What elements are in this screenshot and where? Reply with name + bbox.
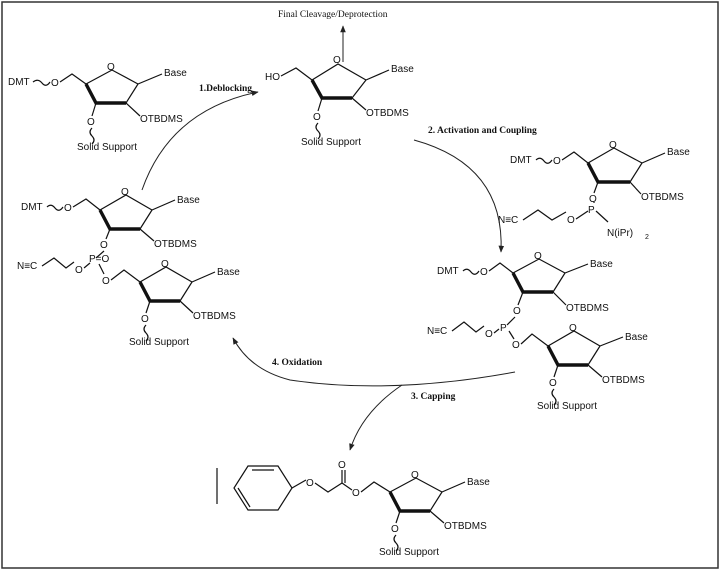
svg-text:O: O bbox=[306, 478, 314, 489]
molecule-phosphate-dimer: DMT O O Base OTBDMS O P=O N≡C O O O Base… bbox=[17, 187, 240, 348]
molecule-capped-nucleoside: O O O O Base OTBDMS O Solid Support bbox=[216, 460, 490, 558]
svg-text:Solid Support: Solid Support bbox=[537, 401, 597, 412]
svg-text:O: O bbox=[313, 112, 321, 123]
arrow-capping bbox=[349, 384, 403, 451]
svg-text:O: O bbox=[553, 156, 561, 167]
svg-text:O: O bbox=[411, 470, 419, 481]
svg-text:Base: Base bbox=[217, 267, 240, 278]
svg-text:O: O bbox=[141, 314, 149, 325]
svg-text:O: O bbox=[64, 203, 72, 214]
svg-text:O: O bbox=[87, 117, 95, 128]
svg-text:O: O bbox=[51, 78, 59, 89]
svg-text:O: O bbox=[391, 524, 399, 535]
svg-text:O: O bbox=[480, 267, 488, 278]
svg-text:Solid Support: Solid Support bbox=[77, 142, 137, 153]
svg-text:OTBDMS: OTBDMS bbox=[140, 114, 183, 125]
svg-text:O: O bbox=[609, 140, 617, 151]
svg-text:DMT: DMT bbox=[437, 266, 459, 277]
svg-text:Base: Base bbox=[177, 195, 200, 206]
svg-text:O: O bbox=[534, 251, 542, 262]
molecule-dmt-nucleoside: DMT O O Base OTBDMS O Solid Support bbox=[8, 62, 187, 153]
arrow-coupling bbox=[413, 139, 505, 253]
svg-text:N≡C: N≡C bbox=[427, 326, 447, 337]
final-cleavage-label: Final Cleavage/Deprotection bbox=[278, 10, 388, 20]
molecule-phosphoramidite: DMT O O Base OTBDMS O N≡C O P N(iPr) 2 bbox=[498, 140, 690, 241]
arrow-oxidation bbox=[232, 337, 516, 387]
svg-text:O: O bbox=[75, 265, 83, 276]
svg-text:N≡C: N≡C bbox=[498, 215, 518, 226]
svg-text:O: O bbox=[513, 306, 521, 317]
svg-text:OTBDMS: OTBDMS bbox=[444, 521, 487, 532]
svg-text:OTBDMS: OTBDMS bbox=[366, 108, 409, 119]
svg-text:HO: HO bbox=[265, 72, 280, 83]
svg-text:O: O bbox=[352, 488, 360, 499]
step-oxidation-label: 4. Oxidation bbox=[272, 358, 323, 368]
svg-text:Solid Support: Solid Support bbox=[129, 337, 189, 348]
svg-text:Base: Base bbox=[667, 147, 690, 158]
svg-text:P: P bbox=[500, 323, 507, 334]
svg-text:O: O bbox=[485, 329, 493, 340]
svg-text:O: O bbox=[512, 340, 520, 351]
svg-text:P=O: P=O bbox=[89, 254, 110, 265]
svg-text:Solid Support: Solid Support bbox=[379, 547, 439, 558]
svg-text:O: O bbox=[333, 55, 341, 66]
svg-text:O: O bbox=[567, 215, 575, 226]
step-deblocking-label: 1.Deblocking bbox=[199, 84, 252, 94]
svg-text:N≡C: N≡C bbox=[17, 261, 37, 272]
step-coupling-label: 2. Activation and Coupling bbox=[428, 126, 537, 136]
svg-text:Base: Base bbox=[164, 68, 187, 79]
svg-text:O: O bbox=[569, 323, 577, 334]
svg-text:O: O bbox=[338, 460, 346, 471]
svg-text:O: O bbox=[161, 259, 169, 270]
svg-text:O: O bbox=[107, 62, 115, 73]
svg-text:P: P bbox=[588, 205, 595, 216]
svg-text:OTBDMS: OTBDMS bbox=[154, 239, 197, 250]
svg-text:O: O bbox=[100, 240, 108, 251]
svg-text:O: O bbox=[549, 378, 557, 389]
svg-text:DMT: DMT bbox=[8, 77, 30, 88]
svg-text:N(iPr): N(iPr) bbox=[607, 228, 633, 239]
svg-text:O: O bbox=[121, 187, 129, 198]
svg-text:O: O bbox=[589, 194, 597, 205]
svg-text:Base: Base bbox=[625, 332, 648, 343]
svg-text:2: 2 bbox=[645, 234, 649, 241]
svg-text:OTBDMS: OTBDMS bbox=[193, 311, 236, 322]
svg-text:Base: Base bbox=[391, 64, 414, 75]
molecule-phosphite-dimer: DMT O O Base OTBDMS O P N≡C O O O Base O… bbox=[427, 251, 648, 412]
svg-text:OTBDMS: OTBDMS bbox=[602, 375, 645, 386]
svg-text:Solid Support: Solid Support bbox=[301, 137, 361, 148]
molecule-deprotected-nucleoside: HO O Base OTBDMS O Solid Support bbox=[265, 55, 414, 148]
svg-text:Base: Base bbox=[467, 477, 490, 488]
svg-text:O: O bbox=[102, 276, 110, 287]
svg-text:OTBDMS: OTBDMS bbox=[641, 192, 684, 203]
svg-text:Base: Base bbox=[590, 259, 613, 270]
svg-text:DMT: DMT bbox=[510, 155, 532, 166]
step-capping-label: 3. Capping bbox=[411, 392, 456, 402]
svg-text:OTBDMS: OTBDMS bbox=[566, 303, 609, 314]
arrow-deblocking bbox=[141, 90, 259, 191]
svg-text:DMT: DMT bbox=[21, 202, 43, 213]
